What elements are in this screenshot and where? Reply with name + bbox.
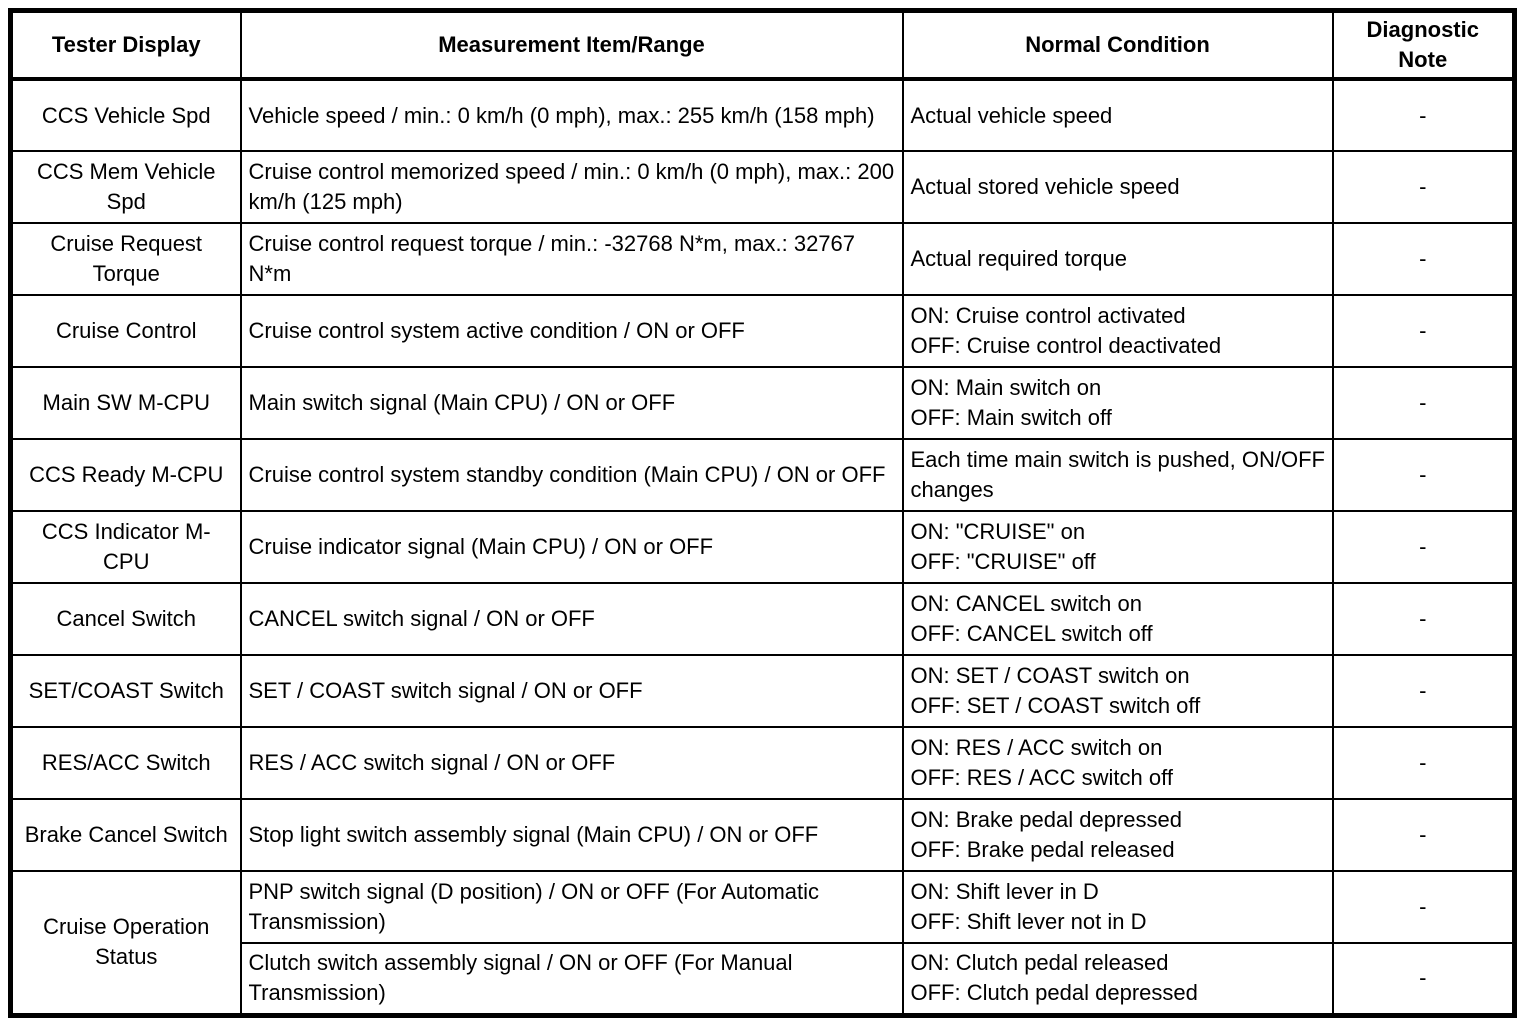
cell-diagnostic-note: - (1331, 582, 1516, 656)
cell-diagnostic-note: - (1331, 366, 1516, 440)
table-row: CCS Mem Vehicle Spd Cruise control memor… (9, 150, 1516, 224)
cell-measurement: Cruise control system standby condition … (239, 438, 904, 512)
table-row: Cancel Switch CANCEL switch signal / ON … (9, 582, 1516, 656)
document-page: Tester Display Measurement Item/Range No… (8, 8, 1517, 1018)
table-row: CCS Ready M-CPU Cruise control system st… (9, 438, 1516, 512)
cell-diagnostic-note: - (1331, 654, 1516, 728)
header-diagnostic-note: Diagnostic Note (1331, 9, 1516, 81)
cell-measurement: Cruise control request torque / min.: -3… (239, 222, 904, 296)
table-row: SET/COAST Switch SET / COAST switch sign… (9, 654, 1516, 728)
cell-diagnostic-note: - (1331, 78, 1516, 152)
cell-tester-display: CCS Mem Vehicle Spd (9, 150, 242, 224)
cell-measurement: Cruise indicator signal (Main CPU) / ON … (239, 510, 904, 584)
cell-normal-condition: ON: RES / ACC switch on OFF: RES / ACC s… (901, 726, 1334, 800)
cell-measurement: Stop light switch assembly signal (Main … (239, 798, 904, 872)
cell-diagnostic-note: - (1331, 726, 1516, 800)
table-row: Brake Cancel Switch Stop light switch as… (9, 798, 1516, 872)
cell-measurement: CANCEL switch signal / ON or OFF (239, 582, 904, 656)
cell-normal-condition: ON: SET / COAST switch on OFF: SET / COA… (901, 654, 1334, 728)
cell-diagnostic-note: - (1331, 798, 1516, 872)
cell-normal-condition: ON: Cruise control activated OFF: Cruise… (901, 294, 1334, 368)
cell-normal-condition: ON: Main switch on OFF: Main switch off (901, 366, 1334, 440)
cell-diagnostic-note: - (1331, 438, 1516, 512)
header-row: Tester Display Measurement Item/Range No… (9, 9, 1516, 81)
cell-tester-display: CCS Indicator M-CPU (9, 510, 242, 584)
cell-tester-display: CCS Ready M-CPU (9, 438, 242, 512)
table-row: CCS Indicator M-CPU Cruise indicator sig… (9, 510, 1516, 584)
cell-diagnostic-note: - (1331, 510, 1516, 584)
cell-measurement: RES / ACC switch signal / ON or OFF (239, 726, 904, 800)
cell-tester-display: Cruise Control (9, 294, 242, 368)
cell-normal-condition: ON: Clutch pedal released OFF: Clutch pe… (901, 942, 1334, 1016)
cell-normal-condition: Actual required torque (901, 222, 1334, 296)
cell-normal-condition: ON: Brake pedal depressed OFF: Brake ped… (901, 798, 1334, 872)
cell-diagnostic-note: - (1331, 942, 1516, 1016)
cell-measurement: Main switch signal (Main CPU) / ON or OF… (239, 366, 904, 440)
table-row: Clutch switch assembly signal / ON or OF… (11, 942, 1516, 1016)
cell-measurement: Vehicle speed / min.: 0 km/h (0 mph), ma… (239, 78, 904, 152)
cell-tester-display: Cruise Operation Status (9, 870, 242, 1016)
cell-diagnostic-note: - (1331, 294, 1516, 368)
cell-measurement: Cruise control memorized speed / min.: 0… (239, 150, 904, 224)
cell-normal-condition: Actual vehicle speed (901, 78, 1334, 152)
cell-measurement: Clutch switch assembly signal / ON or OF… (239, 942, 904, 1016)
cell-measurement: SET / COAST switch signal / ON or OFF (239, 654, 904, 728)
cell-tester-display: Main SW M-CPU (9, 366, 242, 440)
table-row: Cruise Request Torque Cruise control req… (9, 222, 1516, 296)
cell-diagnostic-note: - (1331, 150, 1516, 224)
table-row: RES/ACC Switch RES / ACC switch signal /… (9, 726, 1516, 800)
cell-tester-display: RES/ACC Switch (9, 726, 242, 800)
table-row: CCS Vehicle Spd Vehicle speed / min.: 0 … (9, 78, 1516, 152)
cell-diagnostic-note: - (1331, 222, 1516, 296)
header-tester-display: Tester Display (9, 9, 242, 81)
cell-tester-display: Cruise Request Torque (9, 222, 242, 296)
cell-normal-condition: ON: "CRUISE" on OFF: "CRUISE" off (901, 510, 1334, 584)
table-row: Cruise Operation Status PNP switch signa… (9, 870, 1516, 1016)
header-measurement-item-range: Measurement Item/Range (239, 9, 904, 81)
cell-tester-display: Brake Cancel Switch (9, 798, 242, 872)
cell-tester-display: SET/COAST Switch (9, 654, 242, 728)
cell-normal-condition: ON: Shift lever in D OFF: Shift lever no… (901, 870, 1334, 944)
cell-tester-display: CCS Vehicle Spd (9, 78, 242, 152)
header-normal-condition: Normal Condition (901, 9, 1334, 81)
cell-normal-condition: ON: CANCEL switch on OFF: CANCEL switch … (901, 582, 1334, 656)
table-row: Main SW M-CPU Main switch signal (Main C… (9, 366, 1516, 440)
cell-normal-condition: Actual stored vehicle speed (901, 150, 1334, 224)
cell-tester-display: Cancel Switch (9, 582, 242, 656)
tester-data-table: Tester Display Measurement Item/Range No… (8, 8, 1517, 1018)
cell-normal-condition: Each time main switch is pushed, ON/OFF … (901, 438, 1334, 512)
cell-measurement: PNP switch signal (D position) / ON or O… (239, 870, 904, 944)
table-row: Cruise Control Cruise control system act… (9, 294, 1516, 368)
cell-measurement: Cruise control system active condition /… (239, 294, 904, 368)
cell-diagnostic-note: - (1331, 870, 1516, 944)
